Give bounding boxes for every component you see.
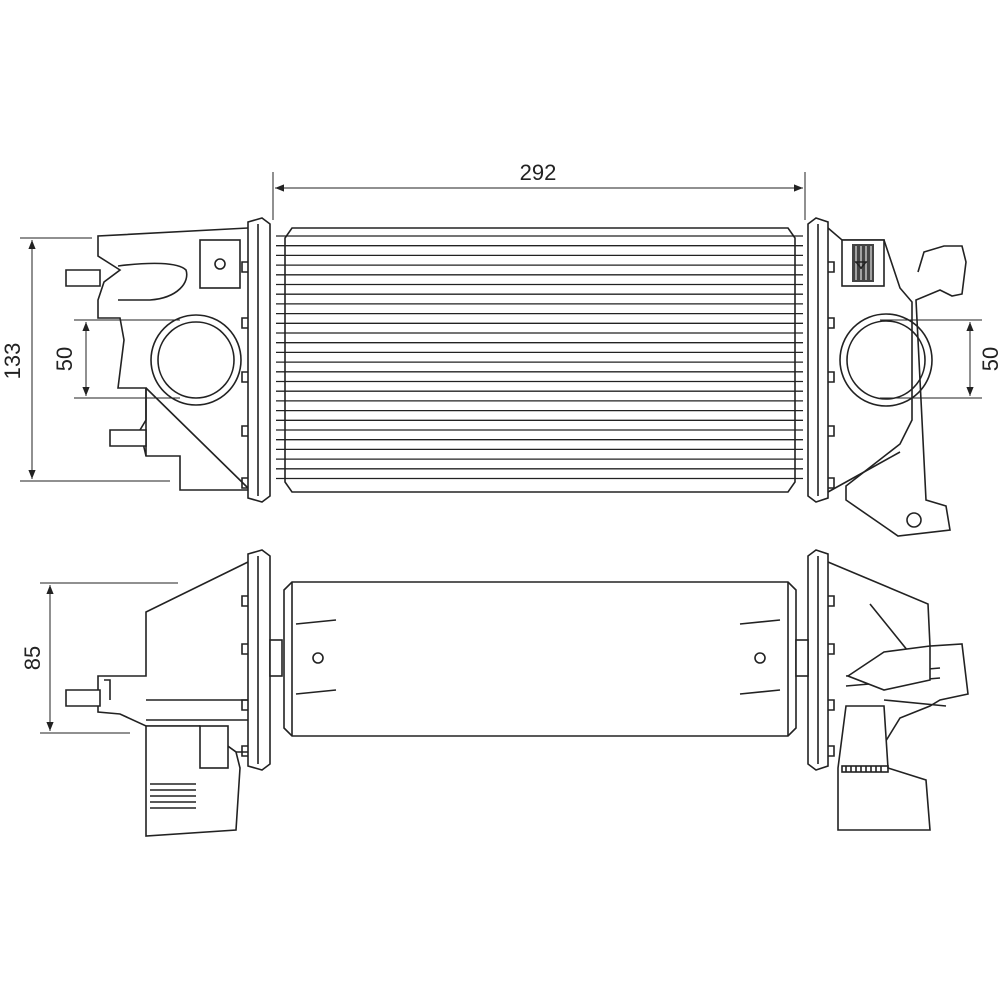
- right-connector-grip: [852, 244, 874, 282]
- flange-tab: [828, 477, 835, 489]
- top-left-tank: [97, 561, 249, 753]
- dimension-width-label: 292: [520, 160, 557, 185]
- flange-tab: [828, 371, 835, 383]
- flange-tabs: [241, 261, 835, 489]
- flange-tab: [828, 745, 835, 757]
- flange-tab: [241, 371, 248, 383]
- top-left-nozzle: [65, 689, 101, 707]
- right-port-inner: [846, 320, 926, 400]
- flange-tab: [828, 425, 835, 437]
- flange-tab: [241, 261, 248, 273]
- top-view: [65, 549, 969, 837]
- dimension-height: 133: [0, 237, 170, 482]
- flange-tab: [828, 595, 835, 607]
- flange-tab: [241, 643, 248, 655]
- core-fins: [276, 235, 803, 480]
- flange-tab: [241, 595, 248, 607]
- dimension-depth-label: 85: [20, 646, 45, 670]
- left-port-inner: [157, 321, 235, 399]
- flange-tab: [828, 261, 835, 273]
- flange-tab: [241, 745, 248, 757]
- top-right-connector: [837, 705, 931, 831]
- dimension-width: 292: [272, 160, 806, 220]
- left-bracket: [199, 239, 241, 289]
- dimension-height-label: 133: [0, 343, 25, 380]
- flange-tab: [241, 317, 248, 329]
- top-right-clip: [846, 645, 931, 691]
- left-port-outer: [150, 314, 242, 406]
- dimension-right-port: 50: [880, 319, 1000, 399]
- left-tank: [97, 227, 249, 491]
- left-tank-flange: [247, 217, 271, 503]
- left-bracket-hole: [214, 258, 226, 270]
- left-lower-nozzle: [109, 429, 147, 447]
- dimension-left-port-label: 50: [52, 347, 77, 371]
- flange-tab: [241, 425, 248, 437]
- dimension-left-port: 50: [52, 319, 180, 399]
- flange-tab: [828, 643, 835, 655]
- dimension-right-port-label: 50: [978, 347, 1000, 371]
- flange-tab: [828, 317, 835, 329]
- flange-tab: [828, 699, 835, 711]
- front-view: [65, 217, 967, 537]
- top-left-connector-ribs: [150, 783, 196, 809]
- dimension-depth: 85: [20, 582, 178, 734]
- right-mount-hole: [906, 512, 922, 528]
- right-tank: [827, 227, 967, 537]
- top-left-flange: [247, 549, 271, 771]
- left-upper-nozzle: [65, 269, 101, 287]
- top-core: [283, 581, 797, 737]
- right-port-outer: [839, 313, 933, 407]
- top-core-marks: [295, 619, 781, 695]
- flange-tab: [241, 699, 248, 711]
- core-outline: [284, 227, 796, 493]
